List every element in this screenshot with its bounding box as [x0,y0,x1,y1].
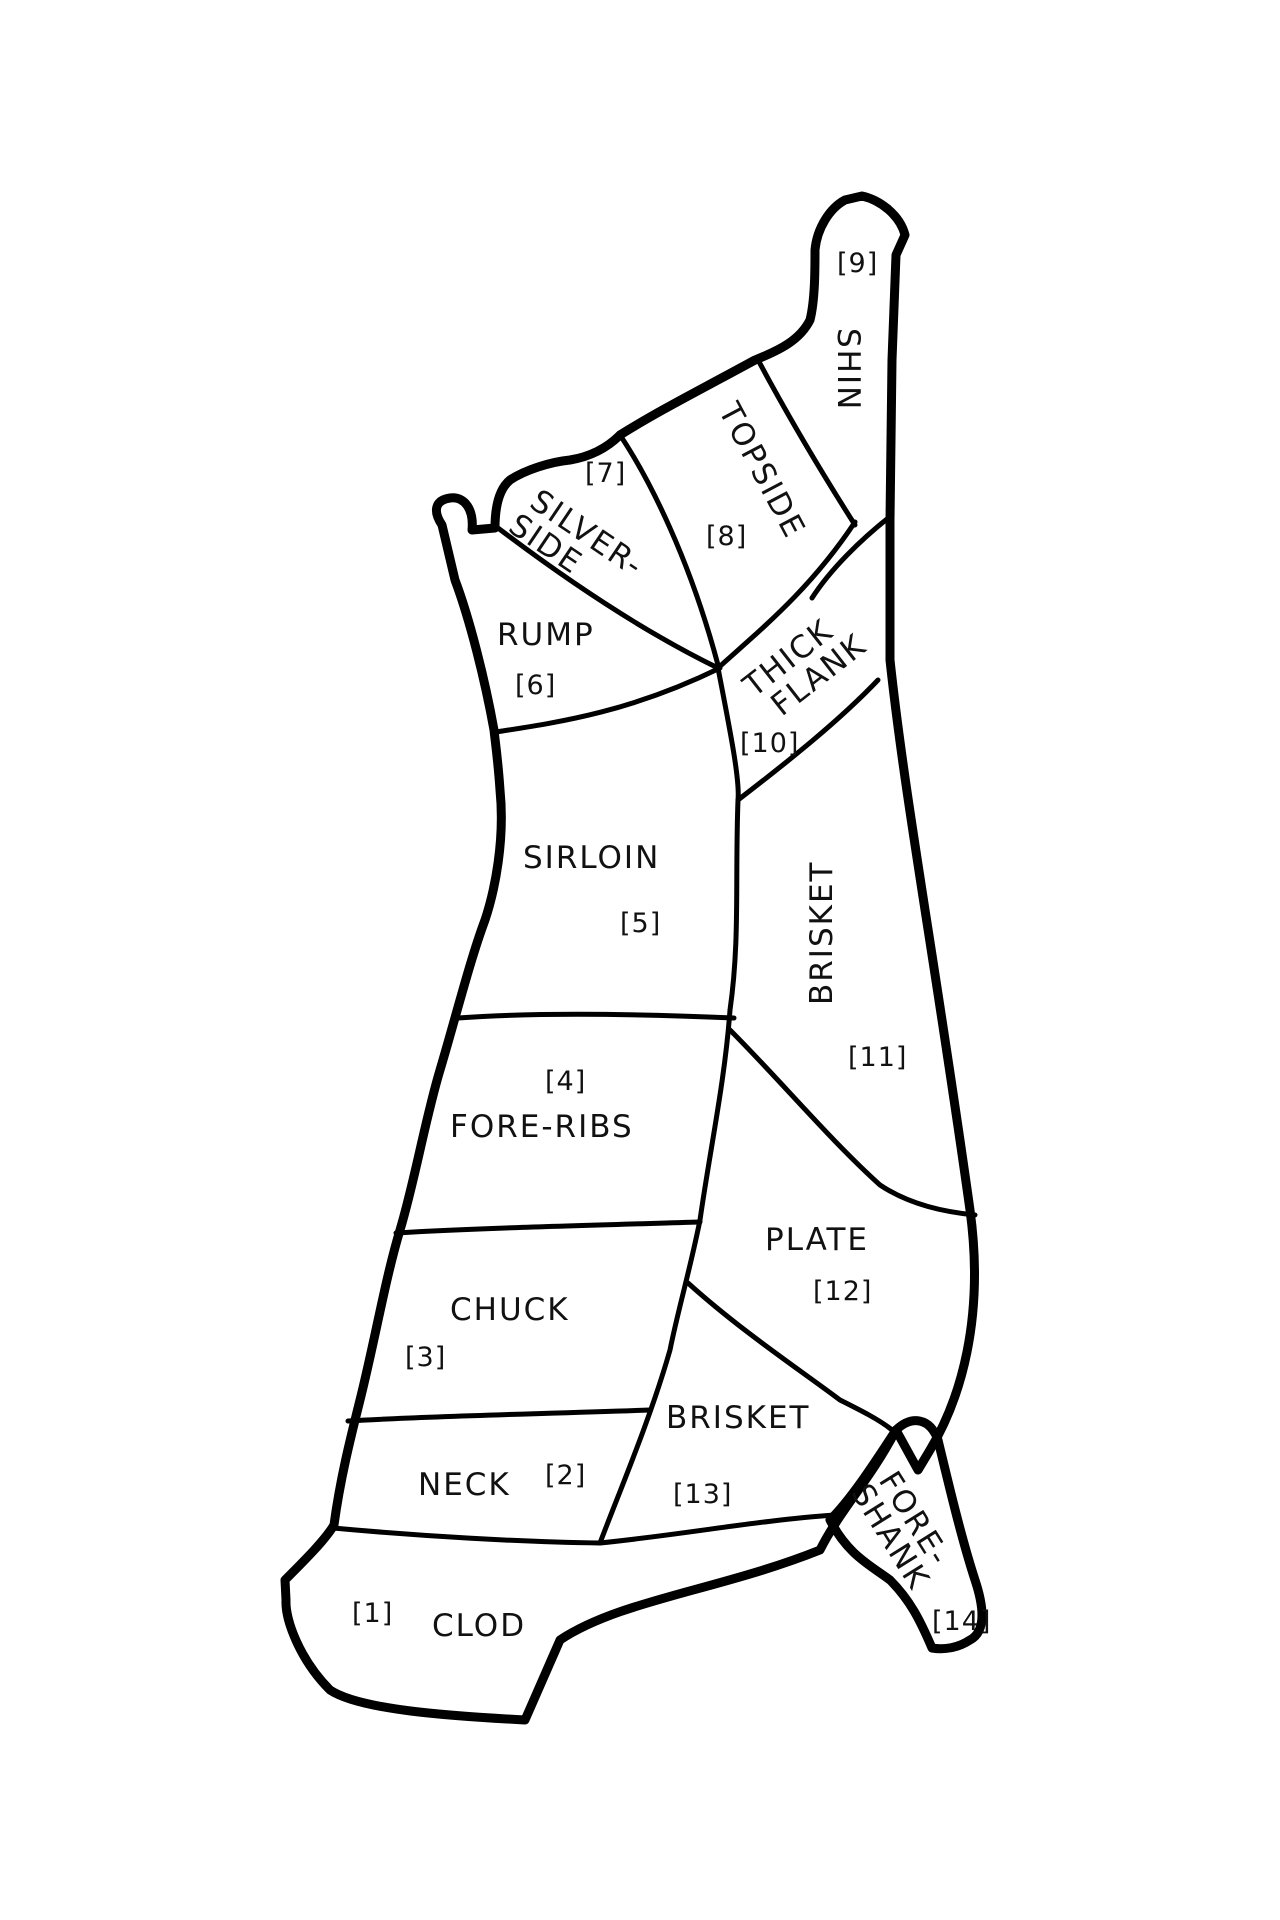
cut-number-brisket-hind: [11] [848,1042,907,1073]
cut-number-clod: [1] [352,1598,393,1629]
cut-number-foreribs: [4] [545,1066,586,1097]
divider-chuck-neck [345,1407,653,1424]
divider-sirloin-foreribs [455,1011,737,1021]
cut-label-plate: PLATE [765,1222,869,1258]
cut-number-neck: [2] [545,1460,586,1491]
cut-number-sirloin: [5] [620,908,661,939]
cut-label-foreribs: FORE-RIBS [450,1109,634,1145]
cut-label-brisket-hind: BRISKET [804,861,840,1005]
divider-foreribs-chuck [393,1219,703,1236]
fore-shank-outline [825,1416,987,1654]
divider-shin-topside [754,355,858,528]
cut-label-shin: SHIN [830,328,866,411]
divider-neck-clod [330,1525,603,1546]
cut-number-plate: [12] [813,1276,872,1307]
cut-number-foreshank: [14] [932,1606,991,1637]
divider-brisket-plate [727,1027,978,1218]
cut-number-chuck: [3] [405,1342,446,1373]
cut-number-rump: [6] [515,670,556,701]
divider-brisket-clod [597,1512,838,1546]
divider-shin-lower [809,512,895,601]
divider-spine [597,665,741,1546]
divider-thickflank-topside [715,519,858,671]
cut-label-neck: NECK [418,1467,511,1503]
cut-label-sirloin: SIRLOIN [523,840,660,876]
cut-label-clod: CLOD [432,1608,526,1644]
divider-plate-brisket [685,1280,895,1433]
cut-number-thickflank: [10] [740,728,799,759]
divider-thickflank-brisket [735,677,881,803]
divider-topside-silverside [617,432,721,668]
cut-number-topside: [8] [706,521,747,552]
cut-number-silverside: [7] [585,458,626,489]
cut-label-chuck: CHUCK [450,1292,570,1328]
divider-rump-sirloin [493,665,723,735]
cut-label-brisket-fore: BRISKET [666,1400,810,1436]
cut-number-shin: [9] [837,248,878,279]
cut-label-rump: RUMP [497,617,595,653]
divider-silverside-rump [495,525,721,671]
carcass-outline [280,191,979,1725]
cut-number-brisket-fore: [13] [673,1479,732,1510]
